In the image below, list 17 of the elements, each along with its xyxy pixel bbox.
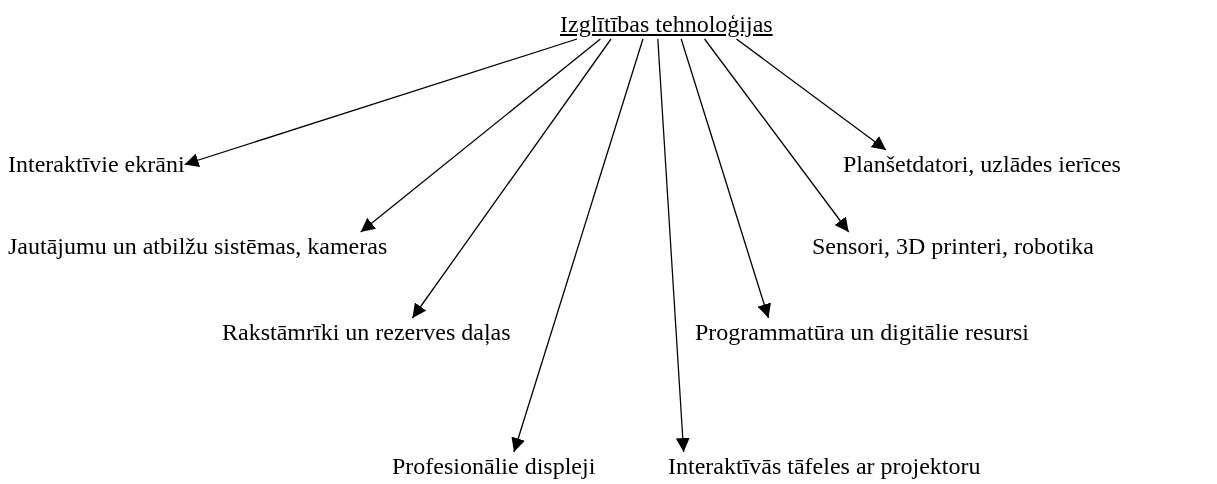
category-label: Jautājumu un atbilžu sistēmas, kameras [8,232,388,261]
category-label: Sensori, 3D printeri, robotika [812,232,1094,261]
category-label: Planšetdatori, uzlādes ierīces [843,150,1121,179]
arrow [680,38,771,319]
arrow [360,38,602,233]
category-label: Profesionālie displeji [392,452,596,481]
category-label: Interaktīvie ekrāni [8,150,185,179]
diagram-title: Izglītības tehnoloģijas [560,10,773,39]
category-label: Programmatūra un digitālie resursi [695,318,1029,347]
category-label: Rakstāmrīki un rezerves daļas [222,318,511,347]
arrow [657,38,690,453]
arrow [703,38,850,233]
arrow [411,38,612,319]
arrow [183,38,578,167]
arrow [735,38,887,151]
arrow [511,38,644,453]
category-label: Interaktīvās tāfeles ar projektoru [668,452,981,481]
